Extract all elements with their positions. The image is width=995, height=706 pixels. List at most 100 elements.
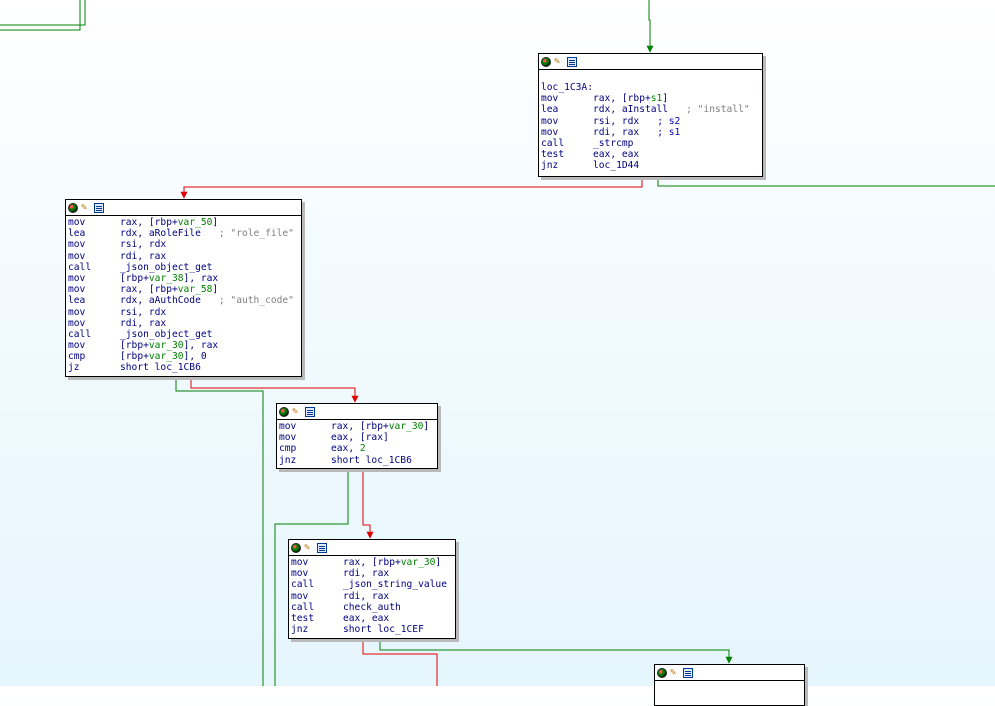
code-line: mov [rbp+var_38], rax	[68, 273, 299, 284]
operand[interactable]: rsi, rdx	[120, 307, 166, 318]
operand[interactable]: rdi, rax	[343, 568, 389, 579]
operand-part: ]	[662, 93, 669, 105]
code-line: call _strcmp	[541, 138, 760, 149]
operand[interactable]: eax, 2	[331, 443, 366, 454]
operand[interactable]: rax, [rbp+var_50]	[120, 217, 218, 228]
operand-part: short loc_1CEF	[343, 624, 424, 636]
graph-icon[interactable]	[657, 667, 667, 678]
operand[interactable]: check_auth	[343, 602, 401, 613]
variable-ref[interactable]: var_30	[148, 340, 184, 352]
mnemonic: cmp	[279, 443, 297, 455]
mnemonic: mov	[541, 93, 559, 105]
operand[interactable]: rax, [rbp+var_30]	[331, 421, 429, 432]
code-label[interactable]: loc_1C3A:	[541, 82, 593, 93]
operand[interactable]: rdi, rax	[593, 127, 639, 138]
variable-ref[interactable]: s1	[650, 93, 663, 105]
operand-part: rsi, rdx	[120, 239, 167, 251]
operand[interactable]: rdi, rax	[120, 251, 166, 262]
operand[interactable]: loc_1D44	[593, 160, 639, 171]
xref-icon[interactable]	[683, 667, 693, 678]
operand[interactable]: eax, [rax]	[331, 432, 389, 443]
xref-icon[interactable]	[94, 202, 104, 213]
operand[interactable]: rax, [rbp+var_30]	[343, 557, 441, 568]
mnemonic: call	[291, 579, 315, 591]
edit-icon[interactable]: ✎	[670, 666, 677, 678]
operand-part: rax, [rbp+	[120, 284, 178, 296]
variable-ref[interactable]: var_38	[148, 272, 184, 284]
operand-part: rsi, rdx	[593, 115, 640, 127]
operand[interactable]: eax, eax	[593, 149, 639, 160]
graph-icon[interactable]	[279, 406, 289, 417]
block-header: ✎	[289, 540, 455, 556]
variable-ref[interactable]: var_30	[400, 557, 436, 568]
mnemonic: call	[68, 328, 92, 340]
operand-part: ], 0	[183, 351, 207, 363]
operand[interactable]: rdi, rax	[120, 318, 166, 329]
code-block-partial[interactable]: ✎	[654, 664, 805, 706]
xref-icon[interactable]	[567, 56, 577, 67]
operand[interactable]: rdx, aInstall	[593, 104, 668, 115]
operand[interactable]: [rbp+var_30], rax	[120, 340, 218, 351]
code-line: cmp eax, 2	[279, 443, 435, 454]
edit-icon[interactable]: ✎	[554, 55, 561, 67]
operand[interactable]: short loc_1CB6	[331, 455, 412, 466]
mnemonic: mov	[279, 432, 297, 444]
operand[interactable]: [rbp+var_38], rax	[120, 273, 218, 284]
variable-ref[interactable]: var_30	[388, 421, 424, 432]
mnemonic: mov	[541, 126, 559, 138]
mnemonic: call	[541, 137, 565, 149]
variable-ref[interactable]: var_50	[177, 217, 213, 228]
operand-part: rsi, rdx	[120, 306, 167, 318]
mnemonic: mov	[68, 272, 86, 284]
edge-red-rolefile-false	[190, 376, 359, 403]
operand-part: loc_1D44	[593, 160, 640, 172]
mnemonic: mov	[68, 340, 86, 352]
variable-ref[interactable]: var_30	[148, 351, 184, 363]
operand[interactable]: rdi, rax	[343, 591, 389, 602]
graph-icon[interactable]	[541, 56, 551, 67]
operand[interactable]: rdx, aRoleFile	[120, 228, 201, 239]
edge-red-loc1C3A-false	[180, 176, 643, 199]
operand[interactable]: short loc_1CEF	[343, 624, 424, 635]
edit-icon[interactable]: ✎	[81, 201, 88, 213]
operand[interactable]: _json_object_get	[120, 262, 212, 273]
edit-icon[interactable]: ✎	[304, 541, 311, 553]
xref-icon[interactable]	[317, 542, 327, 553]
xref-icon[interactable]	[305, 406, 315, 417]
operand[interactable]: rsi, rdx	[120, 239, 166, 250]
mnemonic: lea	[68, 295, 86, 307]
operand[interactable]: eax, eax	[343, 613, 389, 624]
operand[interactable]: rax, [rbp+s1]	[593, 93, 668, 104]
operand[interactable]: _json_object_get	[120, 329, 212, 340]
operand-part: _json_string_value	[343, 579, 447, 591]
operand[interactable]: rdx, aAuthCode	[120, 295, 201, 306]
operand[interactable]: [rbp+var_30], 0	[120, 351, 207, 362]
operand[interactable]: rsi, rdx	[593, 116, 639, 127]
operand[interactable]: _json_string_value	[343, 579, 447, 590]
operand[interactable]: rax, [rbp+var_58]	[120, 284, 218, 295]
variable-ref[interactable]: var_58	[177, 284, 213, 296]
mnemonic: mov	[541, 115, 559, 127]
graph-icon[interactable]	[68, 202, 78, 213]
mnemonic: mov	[68, 317, 86, 329]
operand[interactable]: _strcmp	[593, 138, 633, 149]
operand[interactable]: short loc_1CB6	[120, 362, 201, 373]
edit-icon[interactable]: ✎	[292, 405, 299, 417]
operand-part: ]	[212, 217, 219, 228]
variable-ref[interactable]: 2	[359, 443, 366, 455]
graph-icon[interactable]	[291, 542, 301, 553]
mnemonic: mov	[291, 590, 309, 602]
edge-green-rolefile-true	[175, 376, 264, 686]
